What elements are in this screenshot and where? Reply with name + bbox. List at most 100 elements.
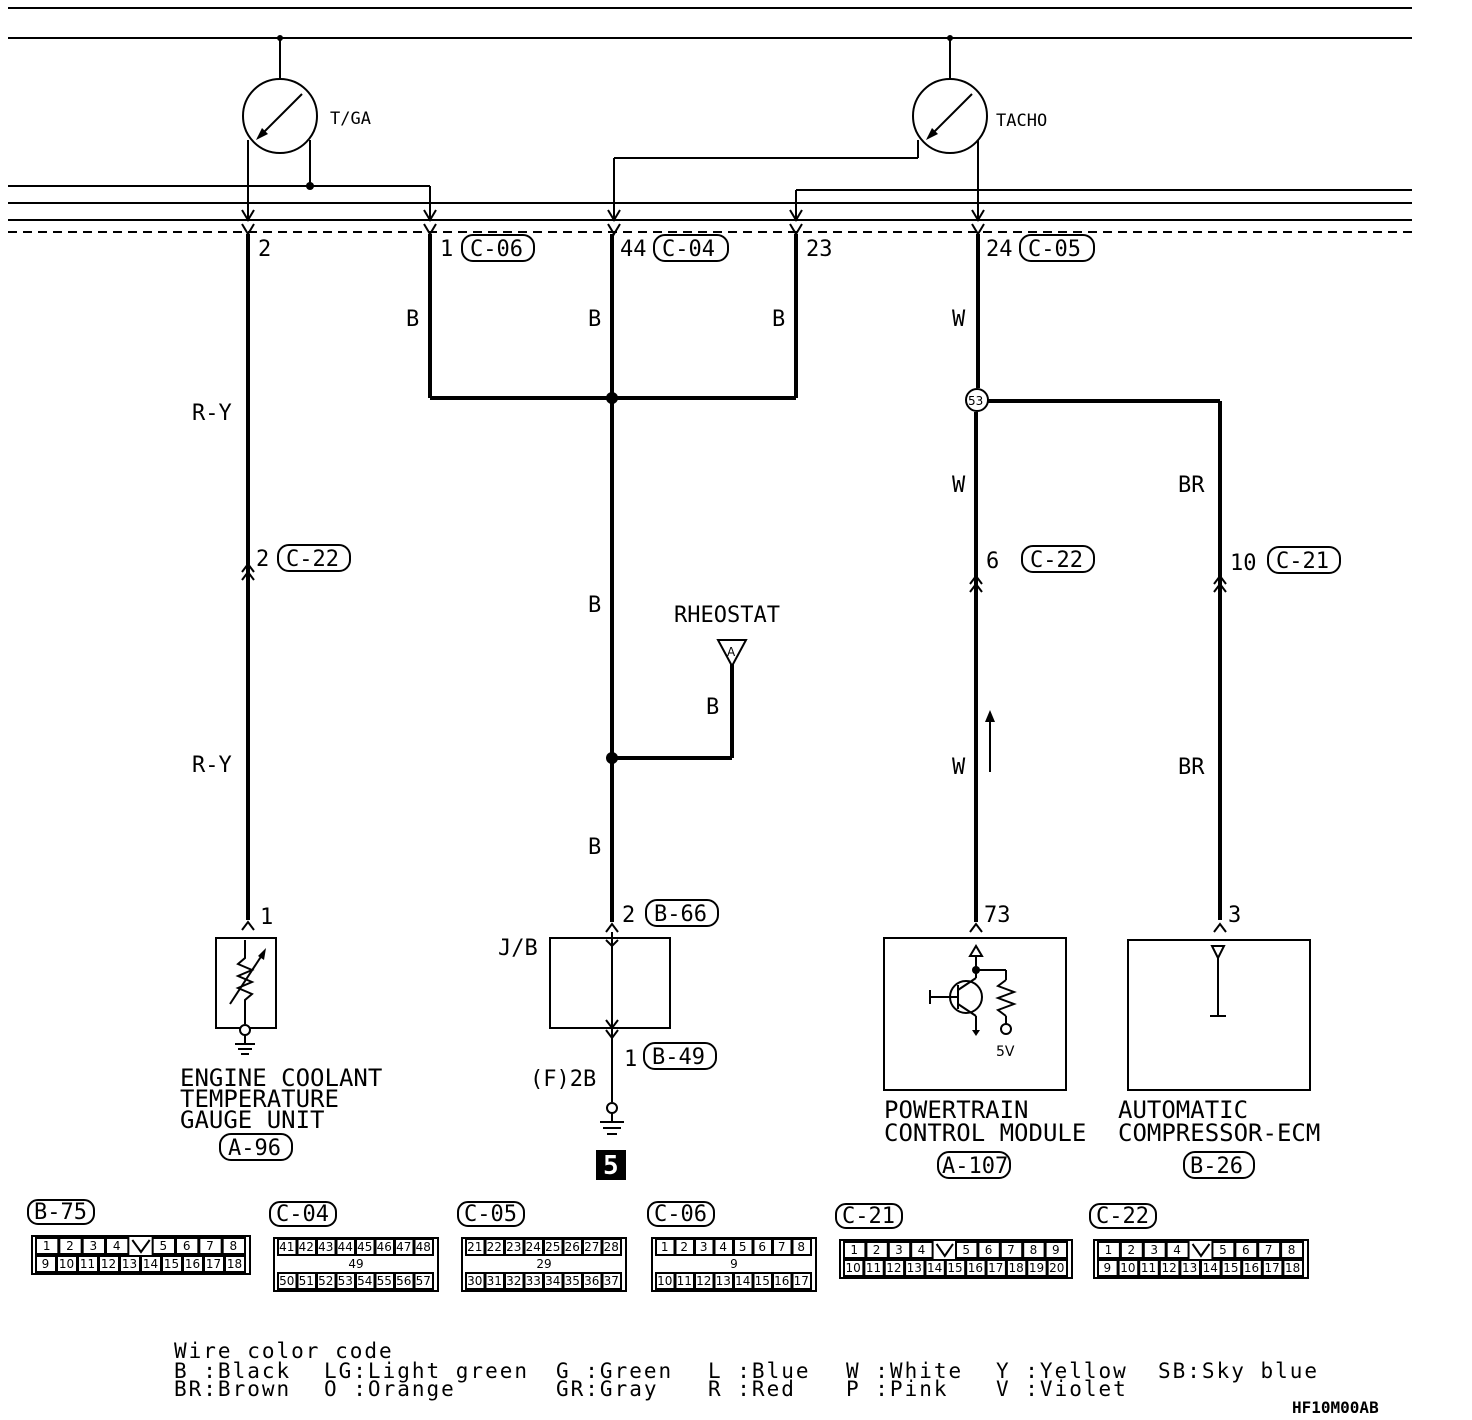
connector-pin-number: 51	[299, 1274, 314, 1288]
connector-pin-cell	[198, 1237, 223, 1255]
connector-b66: B-66	[654, 902, 707, 927]
connector-pin-cell	[843, 1259, 865, 1277]
pcm-name-line2: CONTROL MODULE	[884, 1119, 1086, 1147]
connector-b49: B-49	[652, 1045, 705, 1070]
connector-pin-number: 12	[1161, 1261, 1176, 1275]
connector-pin-cell	[1097, 1259, 1119, 1277]
connector-pin-cell	[999, 1241, 1024, 1259]
junction-block-icon	[549, 922, 671, 1135]
connector-pin-cell	[791, 1238, 812, 1256]
terminal-arrows	[241, 209, 985, 236]
connector-pin-cell	[1158, 1259, 1181, 1277]
wire-color-b: B	[772, 307, 785, 332]
figure-code: HF10M00AB	[1292, 1398, 1379, 1417]
connector-pin-number: 3	[90, 1239, 98, 1253]
connector-c04: C-04	[662, 237, 715, 262]
acecm-name-line2: COMPRESSOR-ECM	[1118, 1119, 1320, 1147]
connector-pin-number: 14	[927, 1261, 942, 1275]
connector-pin-number: 26	[565, 1240, 580, 1254]
ac-ecm-box-icon	[1127, 922, 1311, 1091]
connector-pin-cell	[105, 1237, 130, 1255]
connector-pin-number: 22	[487, 1240, 502, 1254]
connector-pin-number: 14	[1203, 1261, 1218, 1275]
connector-pin-number: 8	[1030, 1243, 1038, 1257]
connector-pin-number: 13	[1182, 1261, 1197, 1275]
wire-color-w: W	[952, 473, 966, 498]
connector-pin-number: 3	[1150, 1243, 1158, 1257]
connector-pin-cell	[221, 1237, 247, 1255]
connector-pin-number: 10	[1120, 1261, 1135, 1275]
connector-pin-number: 14	[143, 1257, 158, 1271]
legend-p: P :Pink	[846, 1377, 949, 1401]
rheostat-symbol: A	[727, 645, 736, 659]
connector-c04-tag	[653, 234, 729, 262]
junction-label: 53	[968, 394, 983, 408]
connector-face-name: C-22	[1096, 1204, 1149, 1229]
connector-c21: C-21	[1276, 549, 1329, 574]
jb-pin-1: 1	[624, 1047, 637, 1072]
connector-pin-number: 3	[895, 1243, 903, 1257]
connector-pin-number: 7	[1265, 1243, 1273, 1257]
connector-c06: C-06	[470, 237, 523, 262]
connector-pin-number: 8	[230, 1239, 238, 1253]
connector-pin-number: 4	[1173, 1243, 1181, 1257]
legend-o: O :Orange	[324, 1377, 456, 1401]
connector-c06-tag	[461, 234, 535, 262]
connector-pin-cell	[1200, 1259, 1222, 1277]
connector-pin-number: 12	[886, 1261, 901, 1275]
connector-pin-number: 46	[377, 1240, 392, 1254]
connector-pin-number: 18	[227, 1257, 242, 1271]
rheostat-label: RHEOSTAT	[674, 603, 780, 628]
connector-pin-cell	[1220, 1259, 1243, 1277]
rheostat-connector-icon	[716, 639, 748, 669]
connector-pin-number: 54	[357, 1274, 372, 1288]
connector-pin-number: 11	[1141, 1261, 1156, 1275]
legend-y: Y :Yellow	[996, 1359, 1128, 1383]
connector-pin-cell	[904, 1259, 926, 1277]
connector-a96: A-96	[228, 1136, 281, 1161]
connector-pin-number: 45	[357, 1240, 372, 1254]
thick-wires	[246, 234, 1222, 922]
jb-pin-2: 2	[622, 903, 635, 928]
connector-pin-number: 5	[1219, 1243, 1227, 1257]
connector-pin-number: 37	[604, 1274, 619, 1288]
connector-pin-number: 2	[66, 1239, 74, 1253]
ect-name-line1: ENGINE COOLANT	[180, 1064, 382, 1092]
legend-title: Wire color code	[174, 1339, 394, 1363]
connector-c22-tag	[1021, 545, 1095, 573]
terminal-2: 2	[258, 237, 271, 262]
connector-pin-number: 11	[677, 1274, 692, 1288]
connector-lock-icon	[935, 1243, 954, 1258]
connector-pin-number: 12	[696, 1274, 711, 1288]
connector-pin-number: 27	[584, 1240, 599, 1254]
connector-pin-number: 17	[1264, 1261, 1279, 1275]
ground-number: 5	[603, 1151, 619, 1181]
tacho-gauge-icon	[613, 35, 1124, 220]
connector-pin-number: 7	[1007, 1243, 1015, 1257]
temp-gauge-icon	[242, 35, 431, 220]
terminal-1: 1	[440, 237, 453, 262]
connector-face-name: B-75	[34, 1200, 87, 1225]
connector-pin-cell	[944, 1259, 967, 1277]
connector-pin-number: 44	[338, 1240, 353, 1254]
connector-pin-number: 8	[797, 1240, 805, 1254]
connector-pin-number: 5	[962, 1243, 970, 1257]
connector-pin-number: 15	[164, 1257, 179, 1271]
wire-color-br: BR	[1178, 755, 1205, 780]
connector-pin-number: 4	[113, 1239, 121, 1253]
connector-pin-number: 1	[661, 1240, 669, 1254]
connector-pin-number: 55	[377, 1274, 392, 1288]
connector-pin-number: 12	[101, 1257, 116, 1271]
connector-pin-number: 24	[526, 1240, 541, 1254]
connector-pin-cell	[224, 1255, 246, 1273]
connector-pin-number: 29	[536, 1257, 551, 1271]
connector-face-name: C-04	[276, 1202, 329, 1227]
connector-pin-number: 20	[1049, 1261, 1064, 1275]
legend-g: G :Green	[556, 1359, 673, 1383]
connector-pin-number: 9	[1103, 1261, 1111, 1275]
wire-color-b: B	[588, 307, 601, 332]
connector-face-tag	[27, 1199, 95, 1225]
connector-pin-number: 2	[1128, 1243, 1136, 1257]
connector-pin-number: 36	[584, 1274, 599, 1288]
connector-pin-cell	[1097, 1241, 1121, 1259]
